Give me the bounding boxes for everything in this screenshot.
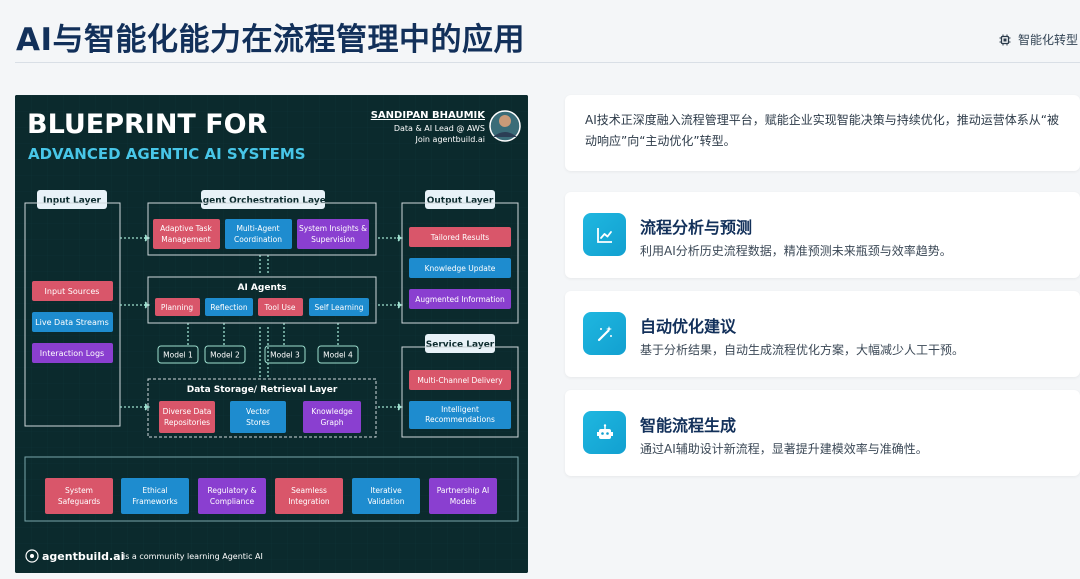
orchestration-item-2b: Coordination (234, 235, 282, 244)
input-layer-items: Input Sources Live Data Streams Interact… (32, 281, 113, 363)
feature-title: 流程分析与预测 (640, 218, 753, 237)
ai-agents-items: Planning Reflection Tool Use Self Learni… (155, 298, 369, 316)
header-tag: 智能化转型 (999, 31, 1078, 48)
robot-icon (583, 411, 626, 454)
orchestration-item-1: Adaptive Task (160, 224, 212, 233)
service-item-1: Multi-Channel Delivery (417, 376, 503, 385)
gov-item-2: Ethical (142, 486, 167, 495)
input-layer-title: Input Layer (43, 196, 102, 206)
feature-desc: 通过AI辅助设计新流程，显著提升建模效率与准确性。 (640, 442, 928, 456)
input-item-3: Interaction Logs (40, 349, 104, 358)
service-layer-title: Service Layer (426, 340, 495, 350)
ai-agents-title: AI Agents (237, 283, 286, 293)
output-layer-items: Tailored Results Knowledge Update Augmen… (409, 227, 511, 309)
feature-card-analysis[interactable]: 流程分析与预测 利用AI分析历史流程数据，精准预测未来瓶颈与效率趋势。 (565, 192, 1080, 278)
author-role: Data & AI Lead @ AWS (394, 124, 485, 133)
blueprint-diagram: BLUEPRINT FOR ADVANCED AGENTIC AI SYSTEM… (15, 95, 528, 573)
orchestration-title: Agent Orchestration Layer (196, 196, 331, 206)
service-layer-items: Multi-Channel Delivery Intelligent Recom… (409, 370, 511, 429)
chart-line-icon (583, 213, 626, 256)
agent-item-3: Tool Use (264, 303, 296, 312)
model-1: Model 1 (163, 351, 193, 360)
storage-item-2b: Stores (246, 418, 270, 427)
storage-item-1: Diverse Data (163, 407, 212, 416)
gov-item-2b: Frameworks (132, 497, 178, 506)
poster-title-line1: BLUEPRINT FOR (27, 109, 268, 140)
storage-item-3: Knowledge (311, 407, 353, 416)
governance-panel (24, 456, 519, 522)
storage-item-3b: Graph (320, 418, 343, 427)
feature-desc: 基于分析结果，自动生成流程优化方案，大幅减少人工干预。 (640, 343, 965, 357)
author-join: Join agentbuild.ai (414, 135, 485, 144)
gov-item-5b: Validation (367, 497, 404, 506)
orchestration-item-1b: Management (161, 235, 210, 244)
gov-item-3b: Compliance (210, 497, 255, 506)
intro-card: AI技术正深度融入流程管理平台，赋能企业实现智能决策与持续优化，推动运营体系从“… (565, 95, 1080, 171)
orchestration-panel (147, 202, 377, 256)
author-name: SANDIPAN BHAUMIK (371, 110, 487, 121)
service-layer-panel (401, 346, 519, 438)
feature-desc: 利用AI分析历史流程数据，精准预测未来瓶颈与效率趋势。 (640, 244, 952, 258)
header-tag-label: 智能化转型 (1017, 33, 1078, 47)
service-layer-title-box (425, 334, 495, 353)
model-4: Model 4 (323, 351, 353, 360)
agent-item-2: Reflection (210, 303, 248, 312)
chip-icon (999, 34, 1011, 45)
connector-arrows (120, 233, 404, 412)
service-item-2b: Recommendations (425, 415, 495, 424)
poster-title-line2: ADVANCED AGENTIC AI SYSTEMS (28, 145, 306, 163)
gov-item-1b: Safeguards (58, 497, 100, 506)
author-avatar (489, 110, 521, 142)
agent-item-4: Self Learning (314, 303, 363, 312)
gov-item-4: Seamless (291, 486, 327, 495)
feature-title: 自动优化建议 (640, 317, 737, 336)
storage-title: Data Storage/ Retrieval Layer (187, 385, 338, 395)
gov-item-6: Partnership AI (437, 486, 490, 495)
footer-logo-icon (25, 549, 39, 563)
orchestration-item-2: Multi-Agent (236, 224, 279, 233)
service-item-2: Intelligent (441, 405, 479, 414)
orchestration-title-box (201, 190, 325, 209)
footer-brand: agentbuild.ai (42, 550, 124, 563)
storage-items: Diverse Data Repositories Vector Stores … (159, 401, 361, 433)
output-layer-title: Output Layer (427, 196, 494, 206)
governance-items: System Safeguards Ethical Frameworks Reg… (45, 478, 497, 514)
page-title: AI与智能化能力在流程管理中的应用 (16, 22, 526, 58)
intro-text: AI技术正深度融入流程管理平台，赋能企业实现智能决策与持续优化，推动运营体系从“… (585, 113, 1059, 148)
orchestration-items: Adaptive Task Management Multi-Agent Coo… (153, 219, 369, 249)
input-layer-title-box (37, 190, 107, 209)
orchestration-item-3: System Insights & (299, 224, 367, 233)
feature-title: 智能流程生成 (640, 416, 737, 435)
footer-text: is a community learning Agentic AI (123, 552, 263, 561)
feature-card-generation[interactable]: 智能流程生成 通过AI辅助设计新流程，显著提升建模效率与准确性。 (565, 390, 1080, 476)
storage-item-1b: Repositories (164, 418, 210, 427)
storage-item-2: Vector (246, 407, 271, 416)
header-divider (15, 62, 1080, 63)
models-row: Model 1 Model 2 Model 3 Model 4 (157, 345, 359, 364)
output-layer-title-box (425, 190, 495, 209)
blueprint-poster: BLUEPRINT FOR ADVANCED AGENTIC AI SYSTEM… (15, 95, 528, 573)
magic-wand-icon (583, 312, 626, 355)
output-item-3: Augmented Information (415, 295, 505, 304)
output-item-2: Knowledge Update (425, 264, 496, 273)
model-3: Model 3 (270, 351, 300, 360)
input-item-1: Input Sources (45, 287, 100, 296)
gov-item-4b: Integration (288, 497, 330, 506)
input-item-2: Live Data Streams (35, 318, 109, 327)
input-layer-panel (24, 202, 121, 427)
orchestration-item-3b: Supervision (311, 235, 355, 244)
output-layer-panel (401, 202, 519, 324)
gov-item-1: System (65, 486, 93, 495)
gov-item-6b: Models (450, 497, 477, 506)
gov-item-5: Iterative (370, 486, 402, 495)
feature-card-optimization[interactable]: 自动优化建议 基于分析结果，自动生成流程优化方案，大幅减少人工干预。 (565, 291, 1080, 377)
gov-item-3: Regulatory & (208, 486, 257, 495)
agent-item-1: Planning (161, 303, 194, 312)
model-2: Model 2 (210, 351, 240, 360)
ai-agents-panel (147, 276, 377, 324)
output-item-1: Tailored Results (430, 233, 490, 242)
storage-panel (147, 378, 377, 438)
